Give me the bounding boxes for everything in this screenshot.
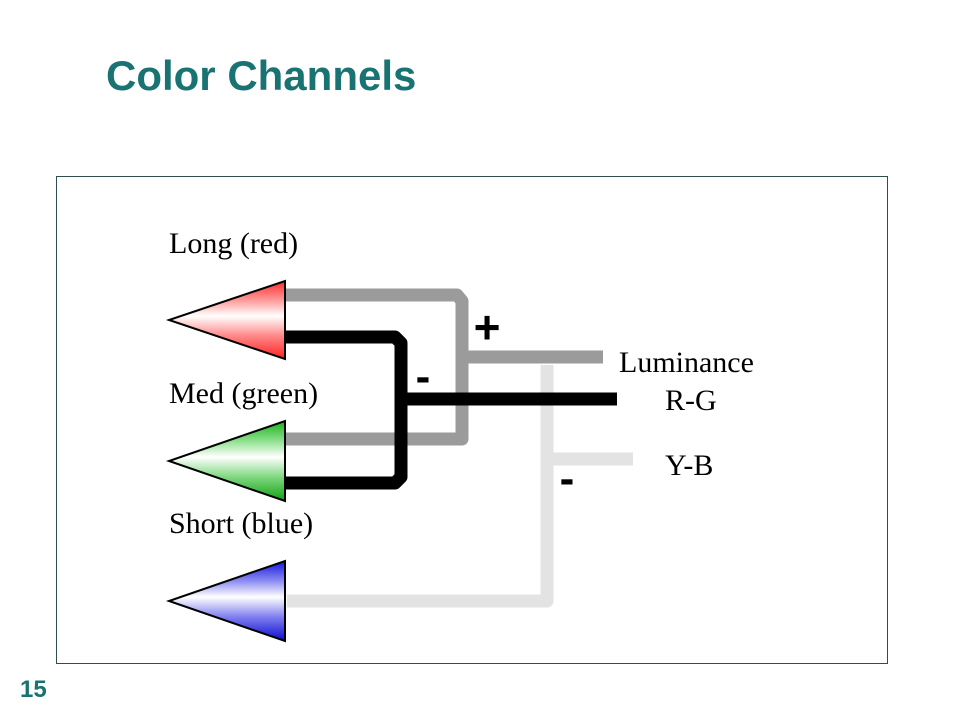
minus-sign-yb: -	[560, 454, 575, 503]
channel-label-yb: Y-B	[665, 449, 713, 482]
yb-wire	[287, 365, 633, 608]
cone-med-green	[165, 419, 286, 503]
minus-sign-rg: -	[416, 352, 431, 401]
cone-long-red	[165, 279, 286, 361]
slide-title: Color Channels	[106, 52, 417, 99]
diagram-frame: Long (red) Med (green) Short (blue) + - …	[56, 176, 888, 664]
rg-wire	[283, 330, 617, 490]
cone-label-long: Long (red)	[169, 227, 298, 260]
plus-sign: +	[474, 301, 501, 353]
channel-label-rg: R-G	[665, 384, 717, 417]
cone-short-blue	[165, 559, 286, 643]
channel-label-luminance: Luminance	[619, 346, 754, 379]
cone-label-short: Short (blue)	[169, 507, 313, 540]
page-number: 15	[20, 676, 47, 703]
cone-label-med: Med (green)	[169, 377, 318, 410]
color-channels-diagram: Long (red) Med (green) Short (blue) + - …	[165, 227, 754, 643]
luminance-wire	[283, 288, 603, 446]
